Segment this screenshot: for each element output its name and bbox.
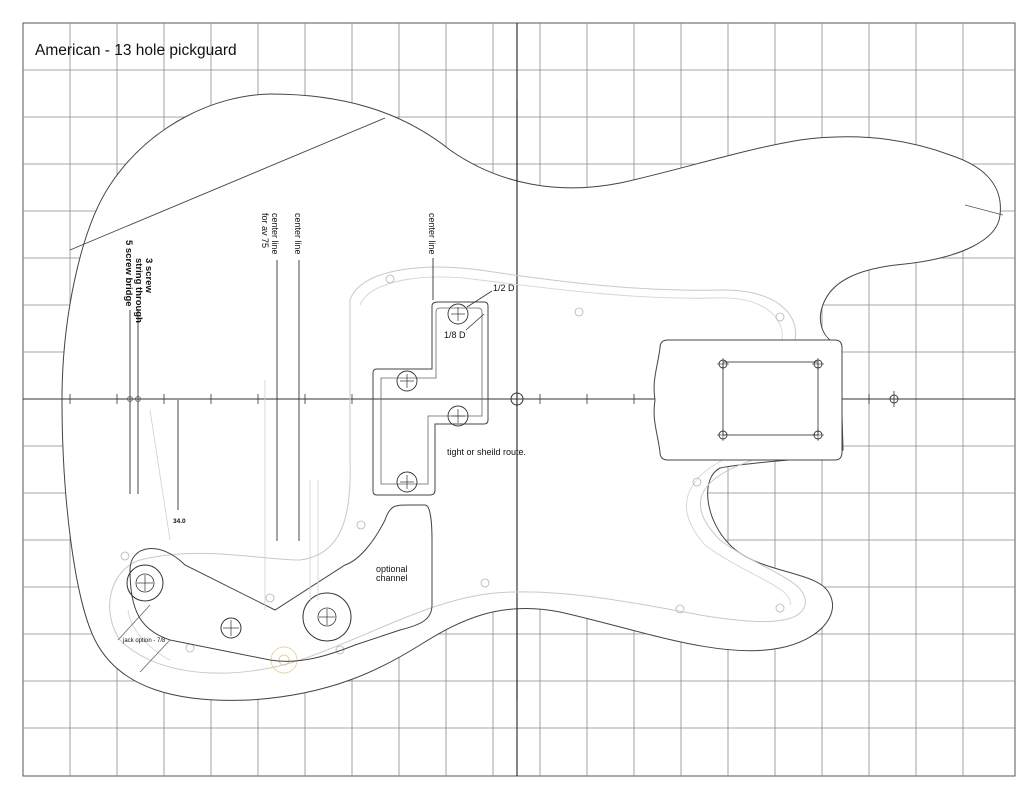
jack-line-1: [117, 604, 151, 641]
label-center-line-av75-1: center line: [270, 213, 280, 255]
pot-hole-3-inner: [317, 607, 337, 627]
leader-eighth-d: [465, 313, 485, 331]
label-bridge-1: 3 screw: [143, 258, 154, 293]
pickup-route-inner: [380, 307, 483, 485]
reference-lines-faint: [149, 380, 319, 610]
neck-plate-rect: [722, 361, 819, 436]
label-eighth-d: 1/8 D: [444, 330, 466, 340]
reference-lines: [129, 258, 434, 541]
pickguard-faint-inner: [127, 276, 791, 661]
pickup-screw-holes: [396, 303, 469, 493]
center-marker: [510, 392, 524, 406]
label-bridge-3: 5 screw bridge: [123, 240, 134, 307]
guitar-body-outline: [61, 93, 1001, 701]
pickguard-faint-outline: [109, 266, 806, 674]
pot-hole-1-inner: [135, 573, 155, 593]
bridge-marks: [127, 396, 141, 402]
pot-hole-1: [126, 564, 164, 602]
label-measure: 34.0: [173, 518, 186, 525]
label-optional-2: channel: [376, 573, 408, 583]
label-bridge-2: string through: [133, 258, 144, 323]
control-cavity-route: [129, 504, 433, 662]
leader-half-d: [466, 290, 493, 308]
jack-faint-center: [278, 654, 290, 666]
pickup-crosshairs: [400, 307, 465, 489]
label-optional-1: optional: [376, 564, 408, 574]
horn-line: [964, 204, 1004, 216]
label-half-d: 1/2 D: [493, 283, 515, 293]
pot-hole-2: [220, 617, 242, 639]
label-center-line-right: center line: [427, 213, 437, 255]
pot-crosshairs: [137, 575, 335, 636]
diagonal-construction-line: [69, 117, 386, 251]
label-jack-option: jack option - 7/8: [122, 638, 166, 644]
pickup-route: [372, 301, 489, 496]
label-center-line-av75-2: for av 75: [260, 213, 270, 248]
label-center-line-left: center line: [293, 213, 303, 255]
neck-screw-crosshairs: [717, 358, 824, 441]
page-title: American - 13 hole pickguard: [35, 42, 237, 59]
neck-pocket: [653, 339, 843, 461]
jack-line-2: [139, 639, 171, 673]
label-route-note: tight or sheild route.: [447, 447, 526, 457]
pot-hole-3: [302, 592, 352, 642]
